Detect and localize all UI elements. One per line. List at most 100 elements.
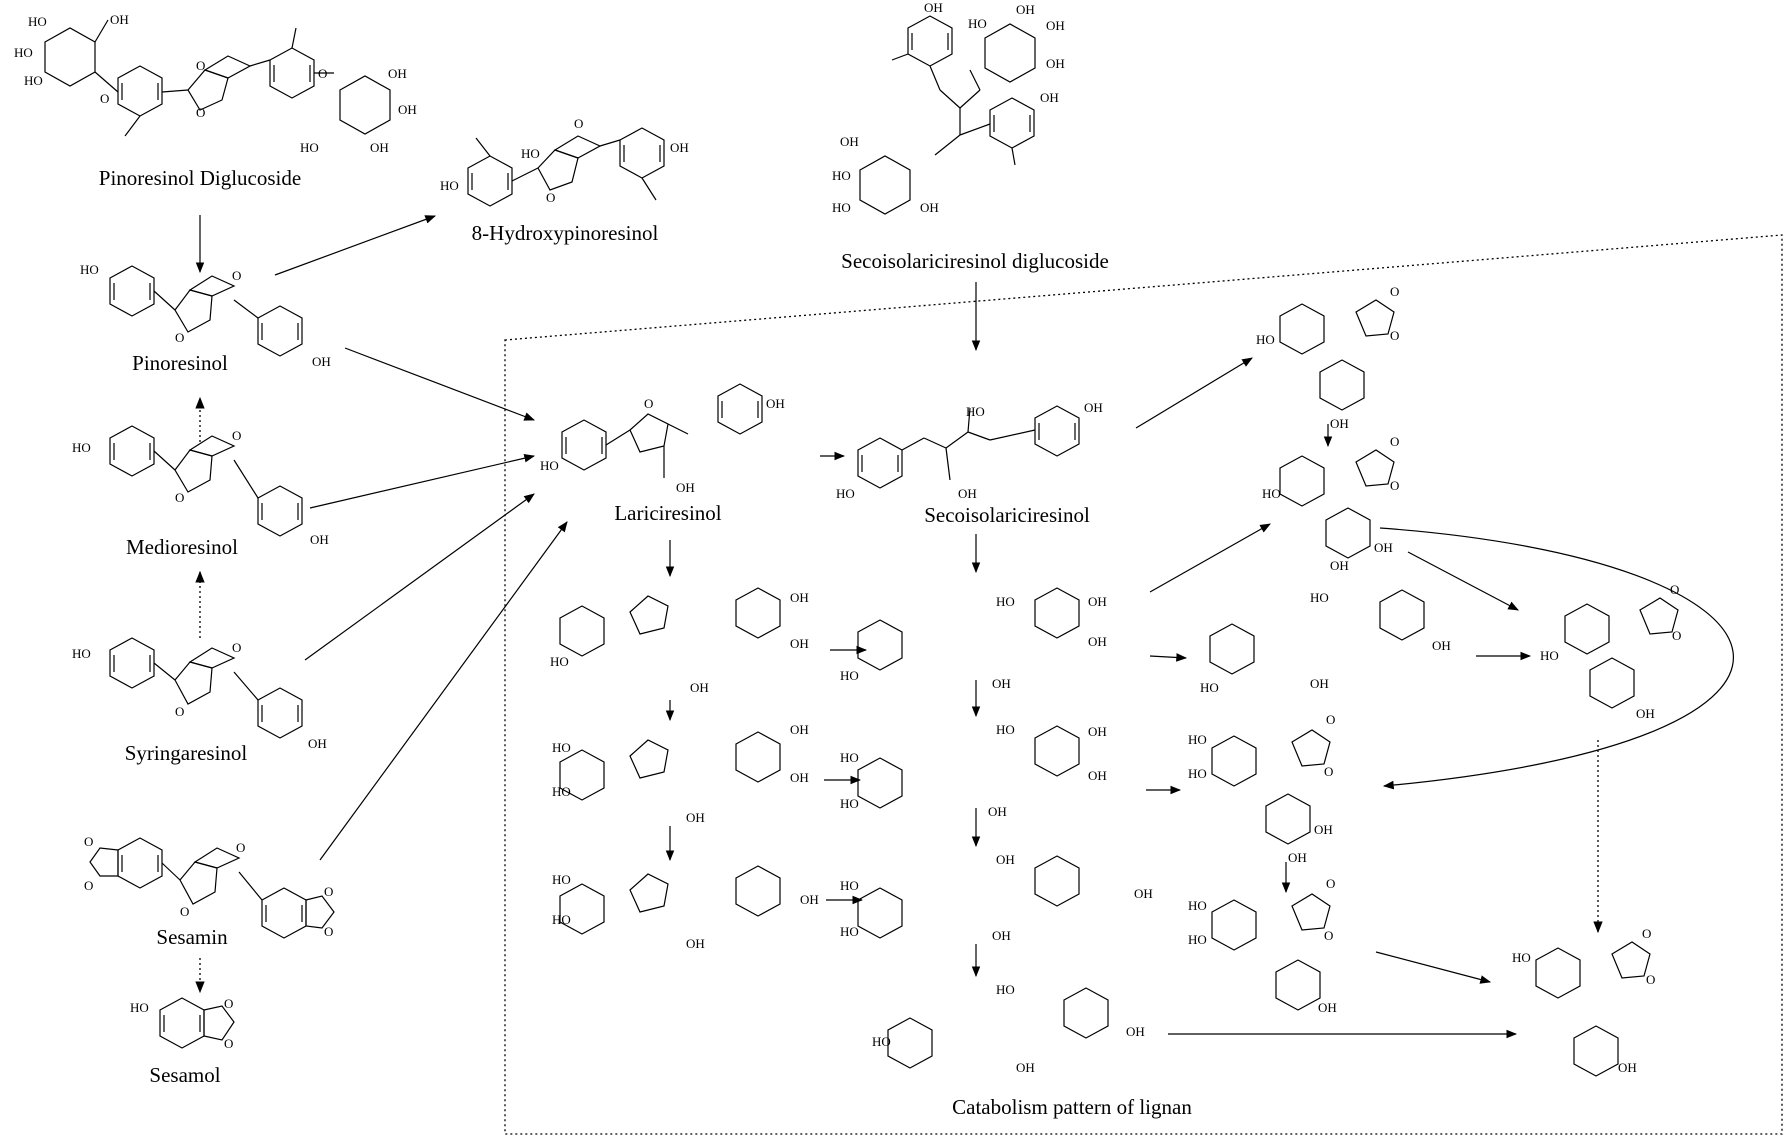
- svg-text:OH: OH: [670, 140, 689, 155]
- svg-text:OH: OH: [924, 0, 943, 15]
- structure-pinoresinol: [109, 265, 303, 357]
- svg-text:OH: OH: [1126, 1024, 1145, 1039]
- svg-text:O: O: [324, 884, 333, 899]
- svg-text:HO: HO: [552, 872, 571, 887]
- svg-text:OH: OH: [1046, 56, 1065, 71]
- atoms-pinoresinol: HO O O OH: [80, 262, 331, 369]
- svg-text:OH: OH: [996, 852, 1015, 867]
- atoms-secoisolariciresinol-diglucoside: OH HO OH OH OH OH OH HO HO OH: [832, 0, 1065, 215]
- label-lariciresinol: Lariciresinol: [614, 501, 721, 525]
- svg-text:HO: HO: [72, 646, 91, 661]
- svg-text:O: O: [1324, 764, 1333, 779]
- svg-text:O: O: [100, 91, 109, 106]
- svg-text:O: O: [1390, 434, 1399, 449]
- svg-text:HO: HO: [840, 668, 859, 683]
- svg-text:OH: OH: [388, 66, 407, 81]
- svg-text:OH: OH: [370, 140, 389, 155]
- label-8-hydroxypinoresinol: 8-Hydroxypinoresinol: [472, 221, 659, 245]
- svg-text:OH: OH: [1134, 886, 1153, 901]
- svg-text:HO: HO: [996, 982, 1015, 997]
- svg-text:HO: HO: [80, 262, 99, 277]
- svg-text:HO: HO: [832, 200, 851, 215]
- svg-text:OH: OH: [312, 354, 331, 369]
- svg-text:HO: HO: [832, 168, 851, 183]
- svg-text:OH: OH: [1088, 634, 1107, 649]
- label-pinoresinol: Pinoresinol: [132, 351, 228, 375]
- svg-text:O: O: [232, 640, 241, 655]
- structure-sesamin: [89, 837, 335, 939]
- structures-intermediates: [559, 299, 1679, 1077]
- svg-text:O: O: [1390, 284, 1399, 299]
- label-secoisolariciresinol-diglucoside: Secoisolariciresinol diglucoside: [841, 249, 1109, 273]
- svg-text:HO: HO: [552, 912, 571, 927]
- svg-text:HO: HO: [996, 722, 1015, 737]
- svg-text:O: O: [196, 105, 205, 120]
- svg-text:HO: HO: [996, 594, 1015, 609]
- svg-text:HO: HO: [840, 924, 859, 939]
- svg-text:O: O: [224, 1036, 233, 1051]
- label-pinoresinol-diglucoside: Pinoresinol Diglucoside: [99, 166, 301, 190]
- svg-text:OH: OH: [1636, 706, 1655, 721]
- svg-text:OH: OH: [1314, 822, 1333, 837]
- label-sesamin: Sesamin: [156, 925, 228, 949]
- svg-text:HO: HO: [72, 440, 91, 455]
- svg-text:HO: HO: [1188, 732, 1207, 747]
- svg-text:HO: HO: [1262, 486, 1281, 501]
- atoms-secoisolariciresinol: HO HO OH OH: [836, 400, 1103, 501]
- label-sesamol: Sesamol: [149, 1063, 220, 1087]
- svg-text:OH: OH: [1016, 2, 1035, 17]
- svg-text:O: O: [644, 396, 653, 411]
- svg-text:HO: HO: [440, 178, 459, 193]
- svg-text:O: O: [1390, 478, 1399, 493]
- label-medioresinol: Medioresinol: [126, 535, 238, 559]
- svg-text:OH: OH: [1310, 676, 1329, 691]
- svg-text:OH: OH: [1088, 594, 1107, 609]
- svg-text:O: O: [180, 904, 189, 919]
- svg-text:O: O: [232, 268, 241, 283]
- svg-text:OH: OH: [988, 804, 1007, 819]
- svg-text:HO: HO: [840, 796, 859, 811]
- svg-text:O: O: [232, 428, 241, 443]
- svg-text:OH: OH: [766, 396, 785, 411]
- svg-text:HO: HO: [1200, 680, 1219, 695]
- svg-text:O: O: [84, 878, 93, 893]
- structure-8-hydroxypinoresinol: [467, 127, 665, 207]
- svg-text:O: O: [224, 996, 233, 1011]
- svg-text:OH: OH: [958, 486, 977, 501]
- svg-text:OH: OH: [310, 532, 329, 547]
- svg-text:OH: OH: [308, 736, 327, 751]
- svg-text:O: O: [196, 58, 205, 73]
- svg-text:HO: HO: [1188, 898, 1207, 913]
- svg-text:HO: HO: [300, 140, 319, 155]
- atoms-pinoresinol-diglucoside: HO OH HO HO O O O O OH OH OH HO: [14, 12, 417, 155]
- svg-text:HO: HO: [1256, 332, 1275, 347]
- svg-text:O: O: [84, 834, 93, 849]
- svg-text:OH: OH: [1084, 400, 1103, 415]
- atoms-lariciresinol: HO O OH OH: [540, 396, 785, 495]
- svg-text:O: O: [1642, 926, 1651, 941]
- svg-text:OH: OH: [1374, 540, 1393, 555]
- svg-text:HO: HO: [552, 784, 571, 799]
- label-catabolism-region: Catabolism pattern of lignan: [952, 1095, 1192, 1119]
- svg-text:O: O: [1670, 582, 1679, 597]
- svg-text:HO: HO: [14, 45, 33, 60]
- svg-text:OH: OH: [790, 636, 809, 651]
- svg-text:HO: HO: [130, 1000, 149, 1015]
- structure-lariciresinol: [561, 383, 763, 478]
- svg-text:HO: HO: [1512, 950, 1531, 965]
- svg-text:HO: HO: [552, 740, 571, 755]
- svg-text:OH: OH: [1088, 768, 1107, 783]
- svg-text:HO: HO: [966, 404, 985, 419]
- svg-text:OH: OH: [840, 134, 859, 149]
- atoms-syringaresinol: HO O O OH: [72, 640, 327, 751]
- svg-text:OH: OH: [1088, 724, 1107, 739]
- svg-text:HO: HO: [24, 73, 43, 88]
- svg-text:HO: HO: [1188, 932, 1207, 947]
- svg-text:O: O: [1326, 876, 1335, 891]
- svg-text:OH: OH: [398, 102, 417, 117]
- svg-text:O: O: [1672, 628, 1681, 643]
- svg-text:O: O: [574, 116, 583, 131]
- svg-text:HO: HO: [28, 14, 47, 29]
- svg-text:OH: OH: [1016, 1060, 1035, 1075]
- svg-text:OH: OH: [790, 770, 809, 785]
